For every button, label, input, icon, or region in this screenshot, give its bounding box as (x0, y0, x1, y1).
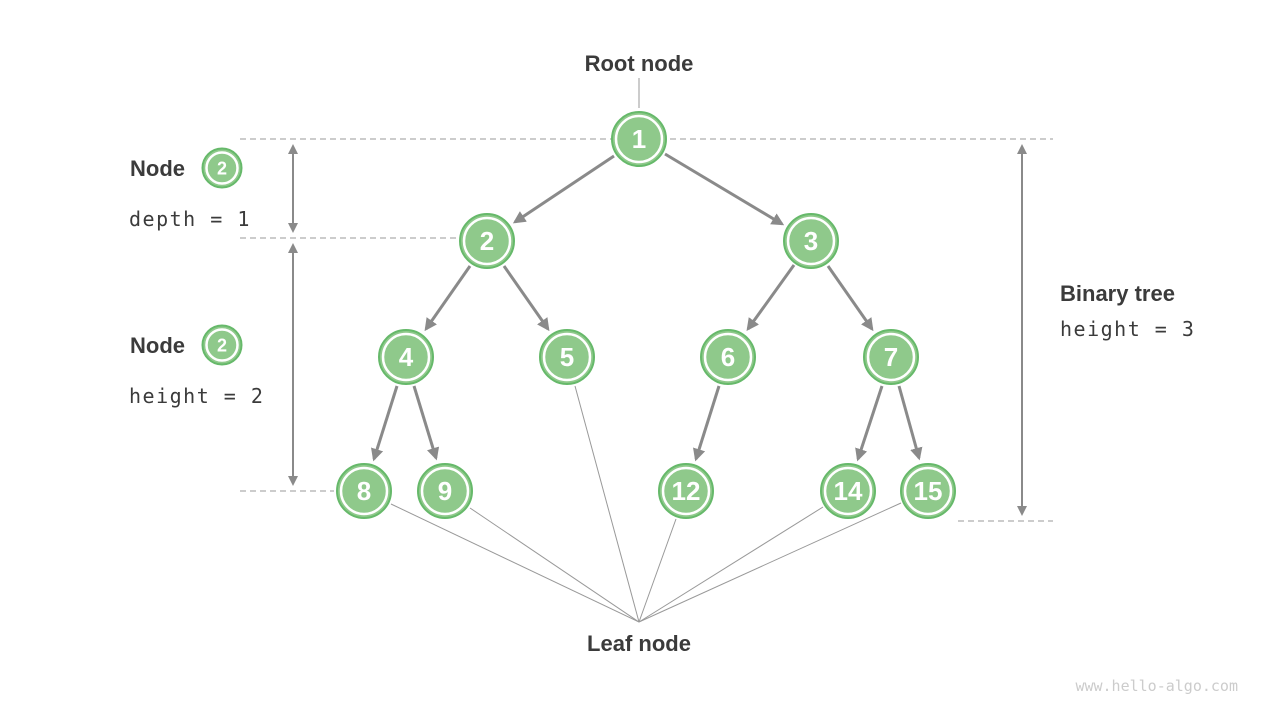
root-node-label: Root node (585, 51, 694, 76)
node-circle (378, 329, 434, 385)
node-value: 1 (632, 124, 646, 154)
node-value: 3 (804, 226, 818, 256)
edge-7-14 (855, 385, 884, 462)
edge-3-7 (826, 265, 874, 332)
tree-node-3: 3 (783, 213, 839, 269)
node-ring (462, 216, 512, 266)
tree-height-metric-text: height = 3 (1060, 317, 1195, 341)
edge-4-8 (371, 385, 399, 462)
node-circle (820, 463, 876, 519)
node-value: 8 (357, 476, 371, 506)
leaf-line-8 (390, 503, 640, 623)
leaf-line-9 (469, 507, 640, 623)
node-value: 5 (560, 342, 574, 372)
node-value: 14 (834, 476, 863, 506)
height-node-label: Node (130, 333, 185, 358)
leaf-line-12 (638, 518, 677, 623)
leaf-line-15 (638, 502, 902, 623)
node-ring (339, 466, 389, 516)
node-circle (658, 463, 714, 519)
node-value: 12 (672, 476, 701, 506)
edge-1-3 (664, 152, 785, 226)
node-value: 7 (884, 342, 898, 372)
edge-4-9 (412, 385, 440, 461)
node-circle (417, 463, 473, 519)
node-circle (783, 213, 839, 269)
node-value: 6 (721, 342, 735, 372)
badge-circle (201, 324, 243, 366)
node-ring (661, 466, 711, 516)
node-value: 9 (438, 476, 452, 506)
node-circle (611, 111, 667, 167)
tree-node-12: 12 (658, 463, 714, 519)
tree-node-15: 15 (900, 463, 956, 519)
height-metric-text: height = 2 (129, 384, 264, 408)
leaf-node-label: Leaf node (587, 631, 691, 656)
edge-2-4 (424, 265, 472, 332)
tree-node-6: 6 (700, 329, 756, 385)
edge-6-12 (693, 385, 721, 462)
edge-2-5 (502, 265, 550, 332)
node-ring (866, 332, 916, 382)
leaf-pointer-lines (390, 385, 902, 623)
height-node-badge: 2 (201, 324, 243, 366)
badge-ring (205, 151, 239, 185)
node-ring (703, 332, 753, 382)
node-value: 15 (914, 476, 943, 506)
measurement-arrows (288, 144, 1027, 516)
badge-value: 2 (217, 336, 227, 356)
node-circle (336, 463, 392, 519)
node-circle (700, 329, 756, 385)
badge-ring (205, 328, 239, 362)
watermark: www.hello-algo.com (1075, 677, 1238, 695)
binary-tree-label: Binary tree (1060, 281, 1175, 306)
edge-7-15 (897, 385, 923, 461)
node-value: 2 (480, 226, 494, 256)
tree-node-4: 4 (378, 329, 434, 385)
tree-node-1: 1 (611, 111, 667, 167)
leaf-line-5 (574, 385, 640, 623)
node-ring (381, 332, 431, 382)
edge-1-2 (512, 154, 615, 224)
tree-node-5: 5 (539, 329, 595, 385)
node-ring (786, 216, 836, 266)
node-circle (539, 329, 595, 385)
depth-node-label: Node (130, 156, 185, 181)
tree-node-14: 14 (820, 463, 876, 519)
node-ring (542, 332, 592, 382)
node-ring (420, 466, 470, 516)
node-ring (823, 466, 873, 516)
node-circle (900, 463, 956, 519)
node-value: 4 (399, 342, 414, 372)
node-ring (614, 114, 664, 164)
tree-node-9: 9 (417, 463, 473, 519)
tree-node-2: 2 (459, 213, 515, 269)
tree-edges (371, 152, 923, 462)
tree-nodes: 1 2 3 4 5 6 7 (336, 111, 956, 519)
node-ring (903, 466, 953, 516)
level-guides (240, 138, 1053, 522)
annotations: Root node Leaf node Node 2 depth = 1 Nod… (129, 51, 1238, 695)
node-circle (459, 213, 515, 269)
node-circle (863, 329, 919, 385)
badge-value: 2 (217, 159, 227, 179)
leaf-line-14 (638, 506, 824, 623)
tree-node-8: 8 (336, 463, 392, 519)
depth-metric-text: depth = 1 (129, 207, 251, 231)
badge-circle (201, 147, 243, 189)
tree-node-7: 7 (863, 329, 919, 385)
edge-3-6 (746, 264, 796, 332)
depth-node-badge: 2 (201, 147, 243, 189)
